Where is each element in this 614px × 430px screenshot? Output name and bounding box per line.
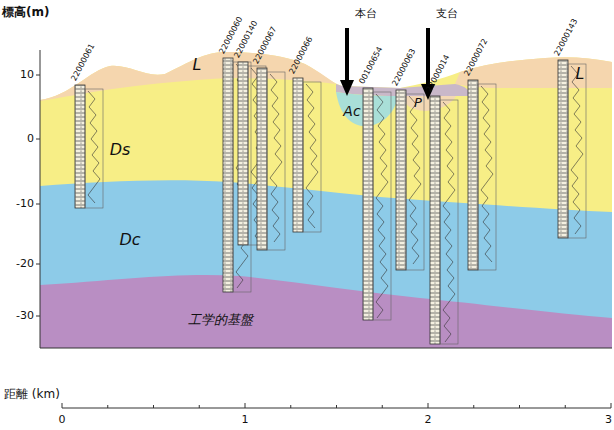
axis-tick	[199, 405, 200, 408]
n-value-line	[443, 102, 455, 342]
n-value-line	[376, 94, 388, 318]
n-value-box	[568, 64, 586, 238]
n-value-line	[571, 66, 583, 234]
layer-label: Ds	[110, 141, 131, 159]
axis-tick	[565, 405, 566, 408]
dc-layer	[40, 50, 612, 318]
borehole-column	[293, 78, 303, 232]
axis-tick	[153, 405, 154, 408]
axis-label: 標高(m)	[2, 6, 49, 19]
axis-tick	[245, 403, 246, 408]
n-value-line	[409, 96, 421, 264]
axis-tick	[473, 405, 474, 408]
n-value-box	[267, 72, 285, 250]
borehole-column	[363, 88, 373, 320]
n-value-box	[85, 89, 103, 208]
n-value-line	[481, 86, 493, 262]
arrow-head	[340, 80, 354, 96]
borehole-column	[468, 80, 478, 270]
axis-tick	[107, 405, 108, 408]
n-value-box	[406, 94, 424, 270]
axis-label: 2	[425, 414, 432, 426]
axis-label: 10	[20, 69, 34, 81]
n-value-line	[88, 91, 100, 203]
axis-tick	[290, 405, 291, 408]
axis-label: -10	[16, 198, 34, 210]
borehole-column	[223, 58, 233, 292]
layer-label: L	[193, 56, 202, 74]
base-layer	[40, 50, 612, 348]
arrow-shaft	[345, 28, 349, 82]
n-value-box	[233, 62, 251, 292]
axis-tick	[382, 405, 383, 408]
axis-tick	[428, 403, 429, 408]
axis-label: -30	[16, 310, 34, 322]
layer-label: Dc	[119, 231, 140, 249]
n-value-box	[440, 100, 458, 344]
axis-label: 1	[242, 414, 249, 426]
axis-label: 0	[59, 414, 66, 426]
p-layer	[402, 96, 456, 111]
layer-label: Ac	[343, 104, 360, 119]
borehole-column	[238, 62, 248, 245]
n-value-box	[373, 92, 391, 320]
borehole-column	[257, 68, 267, 250]
axis-label: 支台	[436, 8, 458, 20]
axis-tick	[336, 405, 337, 408]
borehole-column	[75, 85, 85, 208]
axis-label: 本台	[355, 8, 377, 20]
axis-tick	[519, 405, 520, 408]
n-value-box	[303, 82, 321, 232]
layer-label: L	[576, 65, 585, 83]
borehole-column	[558, 60, 568, 238]
borehole-column	[430, 96, 440, 344]
borehole-column	[396, 90, 406, 270]
sky	[40, 50, 612, 100]
axis-label: 0	[27, 133, 34, 145]
axis-tick	[611, 403, 612, 408]
n-value-line	[306, 84, 318, 228]
axis-label: 3	[605, 414, 612, 426]
axis-tick	[62, 403, 63, 408]
ds-layer	[40, 50, 612, 212]
layer-label: 工学的基盤	[188, 313, 253, 327]
arrow-shaft	[426, 28, 430, 86]
axis-label: 距離 (km)	[4, 388, 60, 401]
n-value-line	[270, 74, 282, 242]
layer-label: P	[414, 96, 422, 110]
n-value-box	[478, 84, 496, 270]
axis-label: -20	[16, 258, 34, 270]
